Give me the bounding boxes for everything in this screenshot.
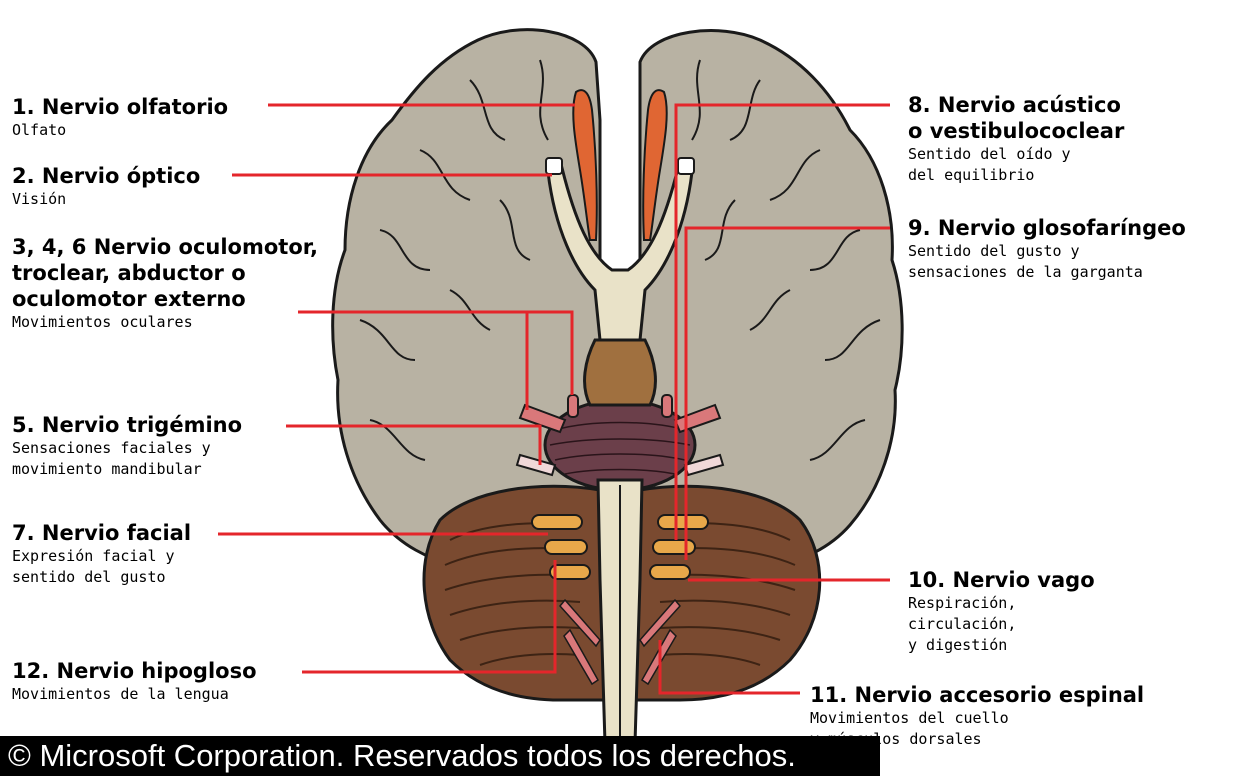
label-glossopharyngeal-nerve: 9. Nervio glosofaríngeo Sentido del gust… <box>908 215 1186 283</box>
nerve-name: 7. Nervio facial <box>12 520 191 546</box>
optic-nerve-left-end <box>546 158 562 174</box>
nerve-description: Movimientos oculares <box>12 312 318 333</box>
nerve-name-line-2: o vestibulococlear <box>908 118 1124 144</box>
nerve-description-line-1: Movimientos del cuello <box>810 708 1144 729</box>
nerve-description: Movimientos de la lengua <box>12 684 257 705</box>
nerve-description-line-1: Sentido del gusto y <box>908 241 1186 262</box>
nerve-description-line-1: Expresión facial y <box>12 546 191 567</box>
nerve-description-line-1: Sensaciones faciales y <box>12 438 242 459</box>
label-trigeminal-nerve: 5. Nervio trigémino Sensaciones faciales… <box>12 412 242 480</box>
nerve-name: 2. Nervio óptico <box>12 163 200 189</box>
label-acoustic-nerve: 8. Nervio acústico o vestibulococlear Se… <box>908 92 1124 186</box>
midbrain <box>585 340 656 405</box>
copyright-banner: © Microsoft Corporation. Reservados todo… <box>0 736 880 776</box>
label-hypoglossal-nerve: 12. Nervio hipogloso Movimientos de la l… <box>12 658 257 705</box>
nerve-name: 12. Nervio hipogloso <box>12 658 257 684</box>
nerve-description-line-2: del equilibrio <box>908 165 1124 186</box>
label-olfactory-nerve: 1. Nervio olfatorio Olfato <box>12 94 228 141</box>
label-optic-nerve: 2. Nervio óptico Visión <box>12 163 200 210</box>
label-vagus-nerve: 10. Nervio vago Respiración, circulación… <box>908 567 1095 656</box>
nerve-description-line-2: movimiento mandibular <box>12 459 242 480</box>
label-oculomotor-nerves: 3, 4, 6 Nervio oculomotor, troclear, abd… <box>12 234 318 333</box>
nerve-name: 11. Nervio accesorio espinal <box>810 682 1144 708</box>
nerve-name: 5. Nervio trigémino <box>12 412 242 438</box>
nerve-name: 1. Nervio olfatorio <box>12 94 228 120</box>
nerve-description-line-1: Sentido del oído y <box>908 144 1124 165</box>
nerve-name: 9. Nervio glosofaríngeo <box>908 215 1186 241</box>
nerve-description-line-1: Respiración, <box>908 593 1095 614</box>
nerve-description: Olfato <box>12 120 228 141</box>
nerve-description-line-2: circulación, <box>908 614 1095 635</box>
optic-nerve-right-end <box>678 158 694 174</box>
nerve-description-line-3: y digestión <box>908 635 1095 656</box>
nerve-name-line-2: troclear, abductor o <box>12 260 318 286</box>
nerve-name-line-1: 3, 4, 6 Nervio oculomotor, <box>12 234 318 260</box>
nerve-name: 10. Nervio vago <box>908 567 1095 593</box>
nerve-name-line-1: 8. Nervio acústico <box>908 92 1124 118</box>
nerve-description: Visión <box>12 189 200 210</box>
nerve-description-line-2: sensaciones de la garganta <box>908 262 1186 283</box>
label-facial-nerve: 7. Nervio facial Expresión facial y sent… <box>12 520 191 588</box>
nerve-name-line-3: oculomotor externo <box>12 286 318 312</box>
nerve-description-line-2: sentido del gusto <box>12 567 191 588</box>
